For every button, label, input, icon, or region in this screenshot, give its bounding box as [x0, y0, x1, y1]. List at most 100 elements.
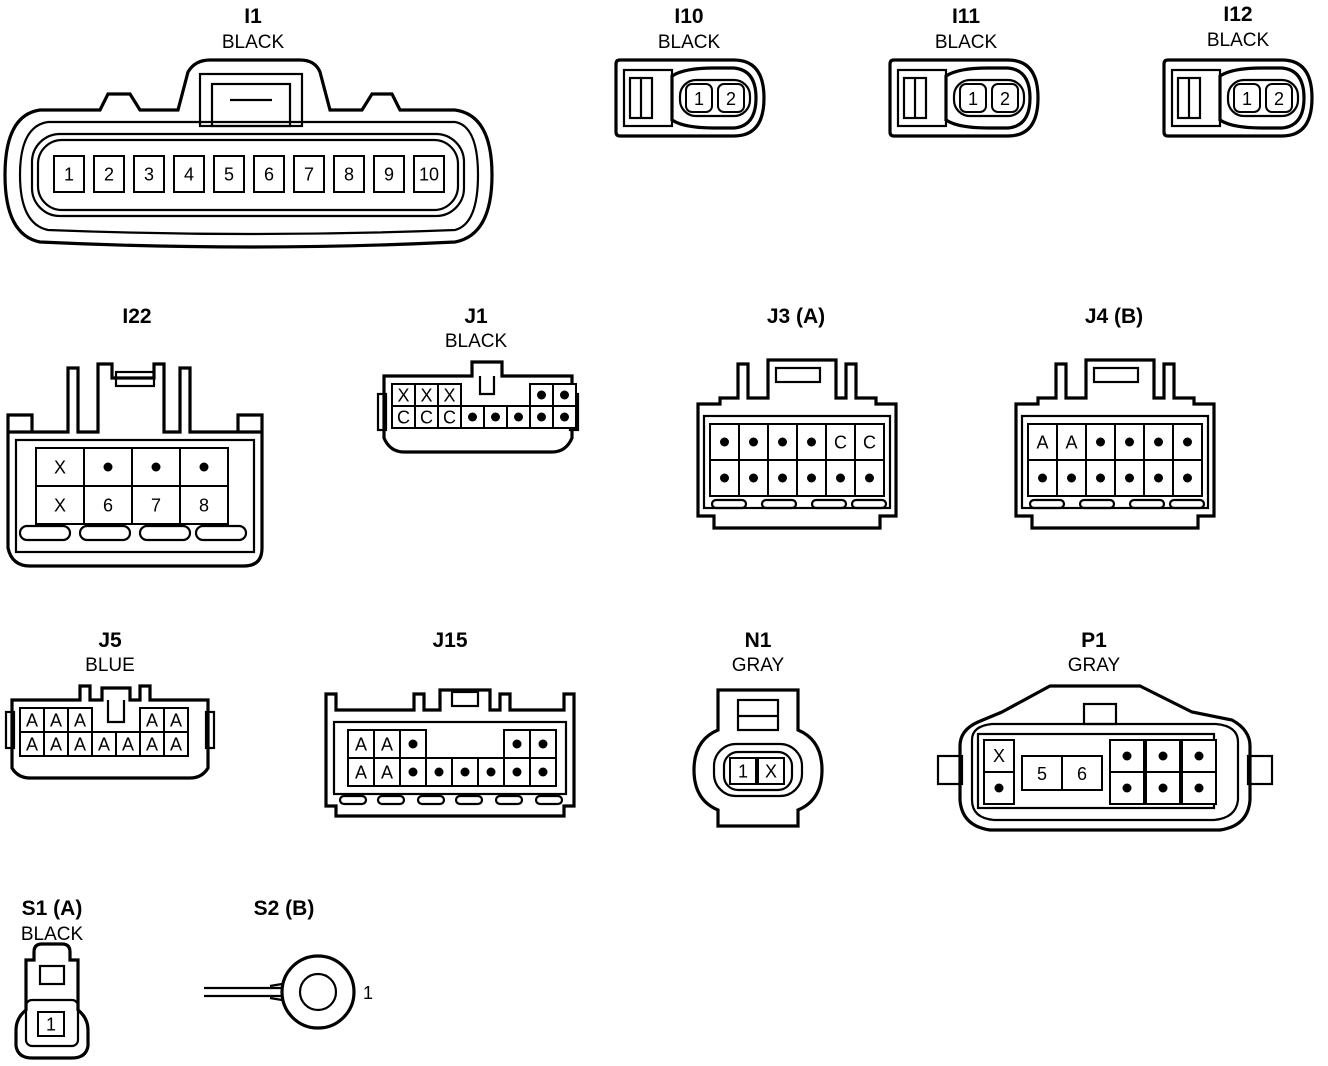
pin-label: A	[50, 735, 62, 755]
pin-label: 4	[184, 165, 194, 185]
pin-dot	[1125, 437, 1134, 447]
connector-name: N1	[745, 629, 772, 652]
connector-name: J15	[432, 629, 467, 652]
pin-cavity	[1056, 423, 1087, 461]
plug-outline	[1218, 66, 1306, 130]
connector-color: GRAY	[1068, 655, 1121, 676]
pin-cavity	[179, 485, 229, 525]
pin-cavity	[91, 731, 117, 757]
slot	[454, 794, 484, 806]
connector-color: BLACK	[935, 32, 998, 53]
connector-color: GRAY	[732, 655, 785, 676]
pin-label: A	[98, 735, 110, 755]
connector-s1: S1 (A) BLACK 1	[14, 897, 90, 1060]
pin-dot	[560, 412, 569, 422]
pin-dot	[199, 462, 209, 472]
connector-name: P1	[1081, 629, 1107, 652]
connector-name: J5	[98, 629, 122, 652]
housing-outline	[3, 58, 494, 249]
housing-inner	[18, 120, 480, 236]
housing-outline	[324, 688, 576, 818]
face-inner	[36, 138, 460, 212]
slot	[1128, 498, 1166, 510]
pin-cavity	[163, 731, 189, 757]
pin-cavity	[93, 155, 125, 193]
ring-terminal-crimp	[269, 982, 283, 1002]
housing-outline	[382, 360, 574, 454]
slot	[710, 498, 748, 510]
pin-cavity	[347, 757, 375, 787]
pin-dot	[1183, 473, 1192, 483]
pin-dot	[103, 462, 113, 472]
pin-dot	[560, 390, 569, 400]
pin-cavity	[959, 83, 987, 113]
pin-label: C	[834, 433, 847, 453]
slot	[1028, 498, 1066, 510]
pin-label: 7	[151, 496, 161, 516]
pin-dot	[460, 767, 470, 777]
slot	[1168, 498, 1206, 510]
connector-color: BLACK	[658, 32, 721, 53]
slot	[494, 794, 524, 806]
pin-dot	[720, 473, 729, 483]
housing-outline	[10, 684, 210, 780]
pin-cavity	[173, 155, 205, 193]
lock-tab	[478, 376, 496, 396]
lock-tab	[114, 370, 156, 388]
face-outline	[702, 414, 892, 510]
pin-label: A	[26, 735, 38, 755]
side-latch-right	[204, 710, 216, 750]
pin-dot	[749, 437, 758, 447]
pin-dot	[537, 390, 546, 400]
pin-label: 5	[224, 165, 234, 185]
pin-dot	[749, 473, 758, 483]
pin-label: A	[26, 711, 38, 731]
lock-tab	[450, 690, 480, 708]
connector-name: J3 (A)	[767, 305, 825, 328]
housing-outline	[1162, 58, 1314, 138]
pin-dot	[1038, 473, 1047, 483]
pin-cavity	[139, 731, 165, 757]
pin-cavity	[413, 155, 445, 193]
pin-dot	[486, 767, 496, 777]
pin-cavity	[253, 155, 285, 193]
pin-label: X	[420, 386, 432, 406]
pin-label: X	[54, 458, 66, 478]
connector-name: I12	[1223, 3, 1252, 26]
connector-name: I1	[244, 5, 262, 28]
pin-label: A	[381, 763, 393, 783]
pin-label: X	[443, 386, 455, 406]
pin-dot	[491, 412, 500, 422]
pin-cavity	[131, 485, 181, 525]
pin-dot	[408, 739, 418, 749]
pin-dot	[1154, 473, 1163, 483]
pin-label: 3	[144, 165, 154, 185]
connector-name: I22	[122, 305, 151, 328]
pin-label: C	[443, 408, 456, 428]
pin-label: A	[355, 763, 367, 783]
pin-face	[678, 78, 752, 118]
slot	[850, 498, 888, 510]
pin-dot	[1122, 751, 1132, 761]
pin-dot	[720, 437, 729, 447]
pin-label: X	[54, 496, 66, 516]
connector-color: BLACK	[1207, 30, 1270, 51]
pin-cavity	[1233, 83, 1261, 113]
pin-dot	[1158, 751, 1168, 761]
slot	[138, 524, 192, 542]
pin-label: X	[397, 386, 409, 406]
pin-label: 5	[1037, 764, 1047, 784]
pin-dot	[1122, 783, 1132, 793]
pin-label: C	[863, 433, 876, 453]
pin-cavity	[503, 757, 531, 787]
pin-label: A	[1036, 433, 1048, 453]
